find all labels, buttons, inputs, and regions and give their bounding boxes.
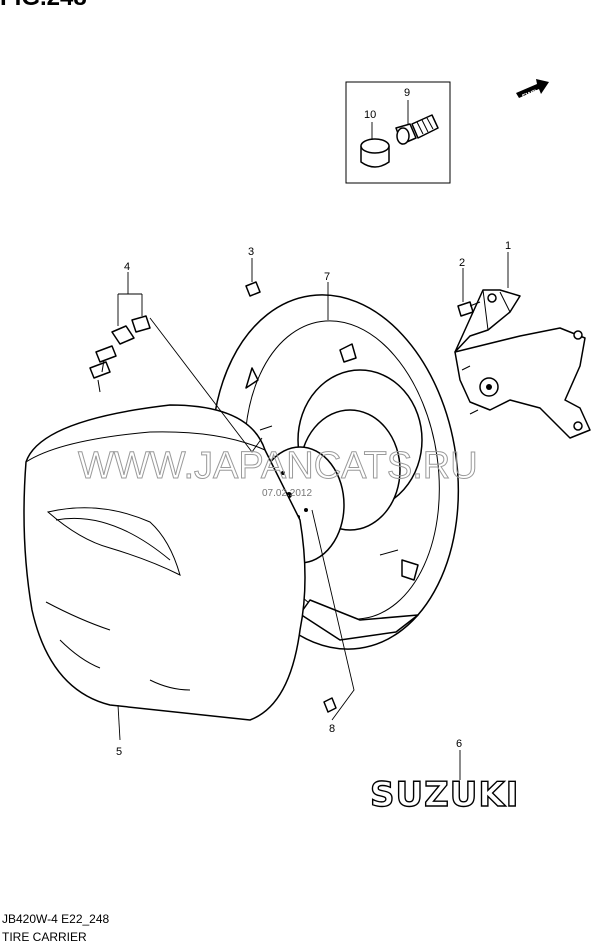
figure-number: FIG.248 (0, 0, 87, 10)
diagram-title: TIRE CARRIER (2, 930, 87, 944)
callout-3: 3 (248, 246, 254, 258)
callout-5: 5 (116, 746, 122, 758)
part-6-brand-badge[interactable]: SUZUKI (369, 774, 519, 815)
part-9-bolt[interactable] (395, 114, 439, 145)
callout-1: 1 (505, 240, 511, 252)
part-4-lock-set[interactable] (89, 315, 151, 393)
part-10-cap[interactable] (360, 138, 390, 168)
callout-2: 2 (459, 257, 465, 269)
fwd-arrow: FWD (516, 79, 549, 101)
callout-4: 4 (124, 261, 130, 273)
part-5-tire-cover[interactable] (23, 404, 306, 721)
inset-box (345, 81, 451, 184)
part-3-nut[interactable] (245, 281, 261, 297)
watermark-date: 07.02.2012 (262, 488, 312, 499)
diagram-code: JB420W-4 E22_248 (2, 912, 110, 926)
brand-badge-text: SUZUKI (370, 775, 519, 815)
part-8-screw[interactable] (323, 697, 337, 713)
watermark-text: WWW.JAPANCATS.RU (78, 445, 478, 487)
callout-9: 9 (404, 87, 410, 99)
part-1-bracket[interactable] (454, 289, 591, 439)
callout-6: 6 (456, 738, 462, 750)
part-2-bolt[interactable] (457, 301, 481, 317)
callout-10: 10 (364, 109, 376, 121)
leader-lines (117, 252, 509, 780)
callout-7: 7 (324, 271, 330, 283)
callout-8: 8 (329, 723, 335, 735)
